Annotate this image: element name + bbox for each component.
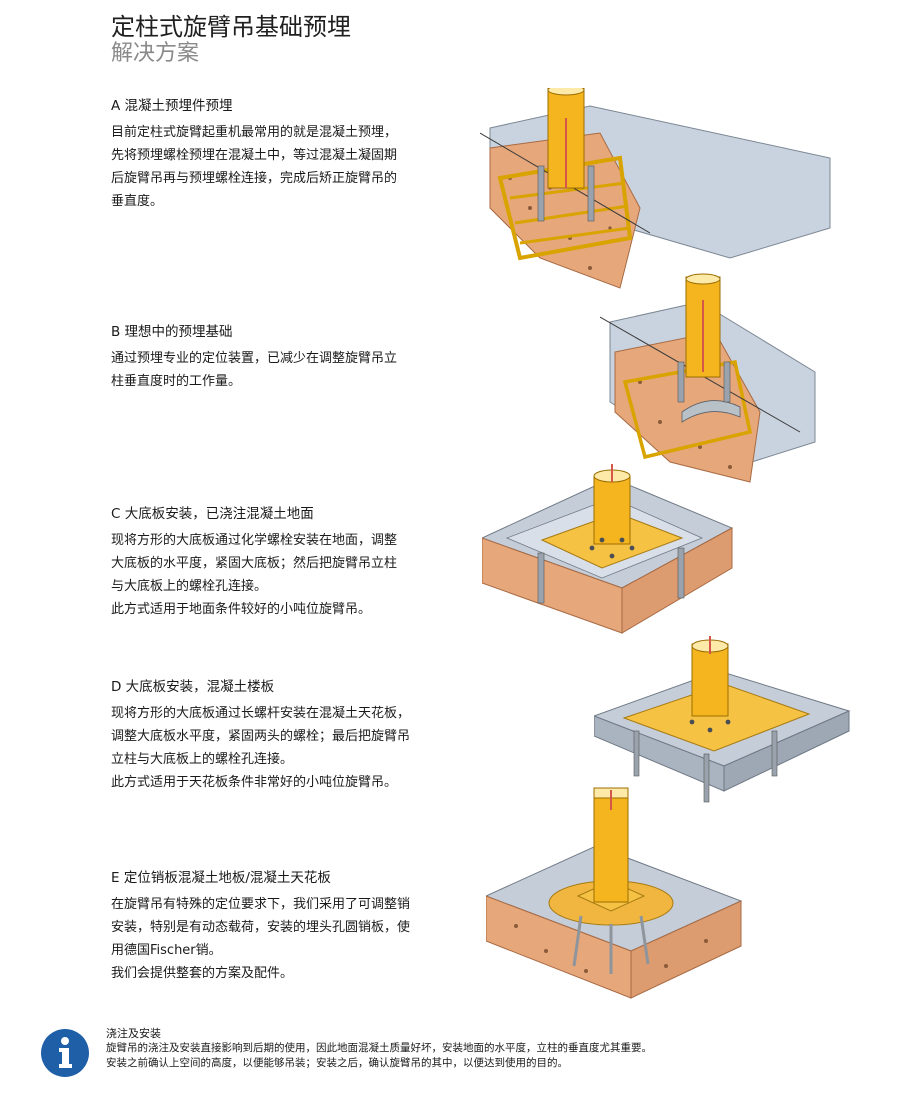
page-title: 定柱式旋臂吊基础预埋 <box>111 13 351 41</box>
page-subtitle: 解决方案 <box>111 41 200 66</box>
section-line: 先将预埋螺栓预埋在混凝土中，等过混凝土凝固期 <box>111 148 398 163</box>
info-note-line: 旋臂吊的浇注及安装直接影响到后期的使用，因此地面混凝土质量好坏，安装地面的水平度… <box>106 1042 652 1054</box>
section-heading: D 大底板安装，混凝土楼板 <box>111 679 275 695</box>
section-line: 用德国Fischer销。 <box>111 943 222 958</box>
section-line: 在旋臂吊有特殊的定位要求下，我们采用了可调整销 <box>111 897 411 912</box>
section-body: 在旋臂吊有特殊的定位要求下，我们采用了可调整销 安装，特别是有动态载荷，安装的埋… <box>111 893 451 985</box>
section-line: 大底板的水平度，紧固大底板；然后把旋臂吊立柱 <box>111 556 398 571</box>
section-body: 目前定柱式旋臂起重机最常用的就是混凝土预埋， 先将预埋螺栓预埋在混凝土中，等过混… <box>111 121 451 213</box>
illustration-embedded-anchor <box>480 88 831 289</box>
section-line: 与大底板上的螺栓孔连接。 <box>111 579 268 594</box>
section-line: 调整大底板水平度，紧固两头的螺栓；最后把旋臂吊 <box>111 729 411 744</box>
illustration-base-plate-floor <box>482 464 734 634</box>
section-line: 通过预埋专业的定位装置，已减少在调整旋臂吊立 <box>111 351 398 366</box>
section-c: C 大底板安装，已浇注混凝土地面 现将方形的大底板通过化学螺栓安装在地面，调整 … <box>111 504 451 621</box>
section-line: 后旋臂吊再与预埋螺栓连接，完成后矫正旋臂吊的 <box>111 171 398 186</box>
section-heading: C 大底板安装，已浇注混凝土地面 <box>111 506 314 522</box>
section-line: 现将方形的大底板通过化学螺栓安装在地面，调整 <box>111 533 398 548</box>
section-heading: A 混凝土预埋件预埋 <box>111 98 233 114</box>
section-b: B 理想中的预埋基础 通过预埋专业的定位装置，已减少在调整旋臂吊立 柱垂直度时的… <box>111 322 451 393</box>
illustration-ideal-foundation <box>600 273 816 483</box>
info-note-line: 安装之前确认上空间的高度，以便能够吊装；安装之后，确认旋臂吊的其中，以便达到使用… <box>106 1057 568 1069</box>
section-heading: E 定位销板混凝土地板/混凝土天花板 <box>111 870 331 886</box>
section-line: 我们会提供整套的方案及配件。 <box>111 966 294 981</box>
section-line: 此方式适用于地面条件较好的小吨位旋臂吊。 <box>111 602 372 617</box>
illustration-base-plate-slab <box>594 636 851 803</box>
section-line: 此方式适用于天花板条件非常好的小吨位旋臂吊。 <box>111 775 398 790</box>
section-line: 安装，特别是有动态载荷，安装的埋头孔圆销板，使 <box>111 920 411 935</box>
section-line: 垂直度。 <box>111 194 164 209</box>
section-a: A 混凝土预埋件预埋 目前定柱式旋臂起重机最常用的就是混凝土预埋， 先将预埋螺栓… <box>111 96 451 213</box>
section-line: 立柱与大底板上的螺栓孔连接。 <box>111 752 294 767</box>
section-body: 现将方形的大底板通过长螺杆安装在混凝土天花板， 调整大底板水平度，紧固两头的螺栓… <box>111 702 451 794</box>
section-heading: B 理想中的预埋基础 <box>111 324 233 340</box>
section-line: 柱垂直度时的工作量。 <box>111 374 242 389</box>
illustration-locating-pin-plate <box>486 787 742 999</box>
section-e: E 定位销板混凝土地板/混凝土天花板 在旋臂吊有特殊的定位要求下，我们采用了可调… <box>111 868 451 985</box>
section-body: 通过预埋专业的定位装置，已减少在调整旋臂吊立 柱垂直度时的工作量。 <box>111 347 451 393</box>
info-icon <box>41 1029 89 1077</box>
section-line: 现将方形的大底板通过长螺杆安装在混凝土天花板， <box>111 706 411 721</box>
section-line: 目前定柱式旋臂起重机最常用的就是混凝土预埋， <box>111 125 398 140</box>
info-note-text: 浇注及安装 旋臂吊的浇注及安装直接影响到后期的使用，因此地面混凝土质量好坏，安装… <box>106 1026 886 1071</box>
section-d: D 大底板安装，混凝土楼板 现将方形的大底板通过长螺杆安装在混凝土天花板， 调整… <box>111 677 451 794</box>
section-body: 现将方形的大底板通过化学螺栓安装在地面，调整 大底板的水平度，紧固大底板；然后把… <box>111 529 451 621</box>
info-note-title: 浇注及安装 <box>106 1027 161 1040</box>
